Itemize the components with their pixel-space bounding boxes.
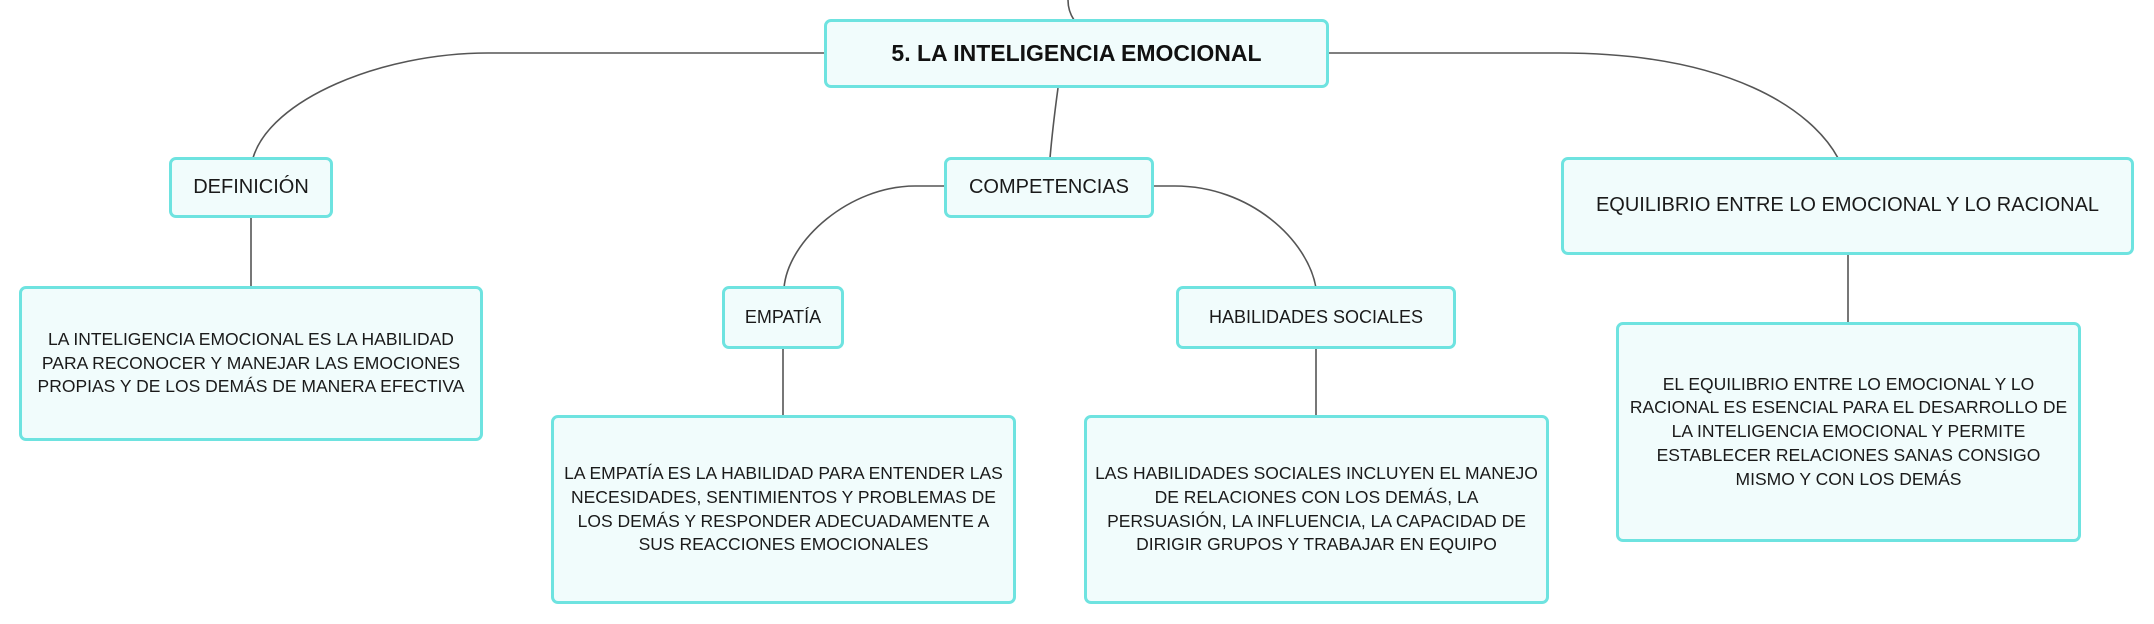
empatia-node-label: EMPATÍA <box>744 307 822 328</box>
competencias-node[interactable]: COMPETENCIAS <box>944 157 1154 218</box>
definicion-text-node[interactable]: LA INTELIGENCIA EMOCIONAL ES LA HABILIDA… <box>19 286 483 441</box>
definicion-node[interactable]: DEFINICIÓN <box>169 157 333 218</box>
habilidades-sociales-node-label: HABILIDADES SOCIALES <box>1208 307 1424 328</box>
connector-competencias-to-habilidades <box>1152 185 1317 289</box>
root-node[interactable]: 5. LA INTELIGENCIA EMOCIONAL <box>824 19 1329 88</box>
connector-root-to-competencias <box>1049 87 1059 159</box>
equilibrio-node[interactable]: EQUILIBRIO ENTRE LO EMOCIONAL Y LO RACIO… <box>1561 157 2134 255</box>
definicion-node-label: DEFINICIÓN <box>193 175 309 198</box>
empatia-text-node[interactable]: LA EMPATÍA ES LA HABILIDAD PARA ENTENDER… <box>551 415 1016 604</box>
equilibrio-text: EL EQUILIBRIO ENTRE LO EMOCIONAL Y LO RA… <box>1629 373 2068 489</box>
connector-parent-to-root <box>1067 0 1075 21</box>
connector-root-to-equilibrio <box>1329 52 1839 159</box>
connector-competencias-to-empatia <box>783 185 946 289</box>
empatia-node[interactable]: EMPATÍA <box>722 286 844 349</box>
equilibrio-text-node[interactable]: EL EQUILIBRIO ENTRE LO EMOCIONAL Y LO RA… <box>1616 322 2081 542</box>
habilidades-sociales-text-node[interactable]: LAS HABILIDADES SOCIALES INCLUYEN EL MAN… <box>1084 415 1549 604</box>
definicion-text: LA INTELIGENCIA EMOCIONAL ES LA HABILIDA… <box>37 328 465 397</box>
habilidades-sociales-node[interactable]: HABILIDADES SOCIALES <box>1176 286 1456 349</box>
empatia-text: LA EMPATÍA ES LA HABILIDAD PARA ENTENDER… <box>564 462 1003 555</box>
root-node-label: 5. LA INTELIGENCIA EMOCIONAL <box>891 39 1262 66</box>
equilibrio-node-label: EQUILIBRIO ENTRE LO EMOCIONAL Y LO RACIO… <box>1595 194 2100 217</box>
connector-root-to-definicion <box>252 52 824 159</box>
habilidades-sociales-text: LAS HABILIDADES SOCIALES INCLUYEN EL MAN… <box>1095 462 1538 555</box>
competencias-node-label: COMPETENCIAS <box>968 175 1130 198</box>
